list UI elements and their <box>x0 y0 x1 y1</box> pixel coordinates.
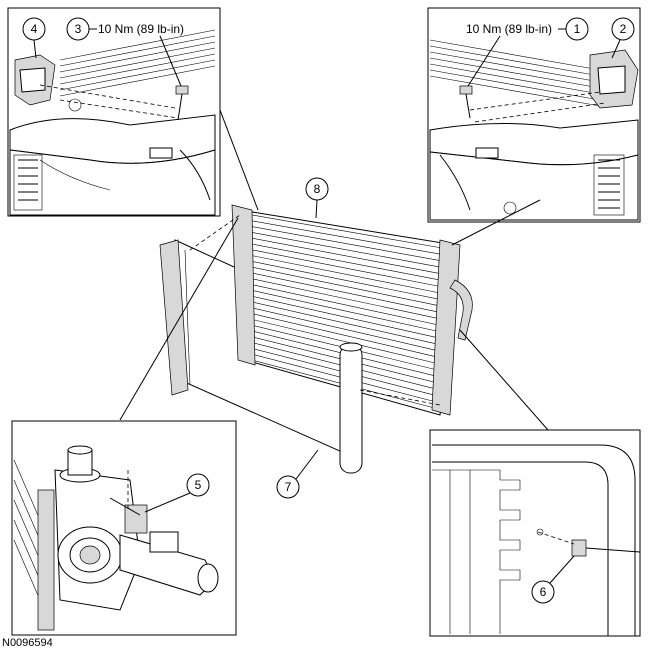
radiator-fin <box>251 295 443 340</box>
detail-top-right <box>427 7 641 223</box>
radiator-fin <box>251 232 443 268</box>
radiator-fin <box>251 313 443 359</box>
callout-8: 8 <box>305 177 329 219</box>
callout-3: 3 10 Nm (89 lb-in) <box>66 17 184 87</box>
radiator-fin <box>251 261 443 301</box>
radiator-fin <box>251 278 443 320</box>
svg-text:5: 5 <box>195 478 202 492</box>
radiator-fin <box>251 266 443 307</box>
torque-spec-right: 10 Nm (89 lb-in) <box>466 22 552 36</box>
radiator-fin <box>251 284 443 327</box>
detail-top-left <box>7 7 221 217</box>
radiator-fin <box>251 290 443 333</box>
leader-lines <box>119 109 549 431</box>
callout-6: 6 <box>531 555 575 604</box>
detail-bottom-left <box>11 420 237 636</box>
radiator-fin <box>251 255 443 294</box>
callout-5: 5 <box>144 473 210 513</box>
radiator-fin <box>251 272 443 314</box>
callout-7: 7 <box>276 449 319 499</box>
radiator-fin <box>251 226 443 262</box>
callout-4: 4 <box>22 17 46 59</box>
radiator-fin <box>251 237 443 275</box>
callout-1: 10 Nm (89 lb-in) 1 <box>466 17 589 87</box>
svg-text:6: 6 <box>540 585 547 599</box>
svg-text:1: 1 <box>574 22 581 36</box>
radiator-fin <box>251 319 443 365</box>
radiator-assembly <box>159 204 473 474</box>
radiator-fin <box>251 243 443 281</box>
radiator-fin <box>251 301 443 346</box>
callout-2: 2 <box>611 17 635 59</box>
detail-bottom-right <box>429 429 641 637</box>
radiator-fin <box>251 214 443 249</box>
radiator-fin <box>251 220 443 255</box>
torque-spec-left: 10 Nm (89 lb-in) <box>98 22 184 36</box>
svg-text:4: 4 <box>31 22 38 36</box>
svg-text:3: 3 <box>75 22 82 36</box>
svg-text:2: 2 <box>620 22 627 36</box>
svg-text:7: 7 <box>285 480 292 494</box>
radiator-fin <box>251 249 443 288</box>
figure-id: N0096594 <box>2 637 53 649</box>
svg-text:8: 8 <box>314 182 321 196</box>
radiator-fin <box>251 307 443 352</box>
